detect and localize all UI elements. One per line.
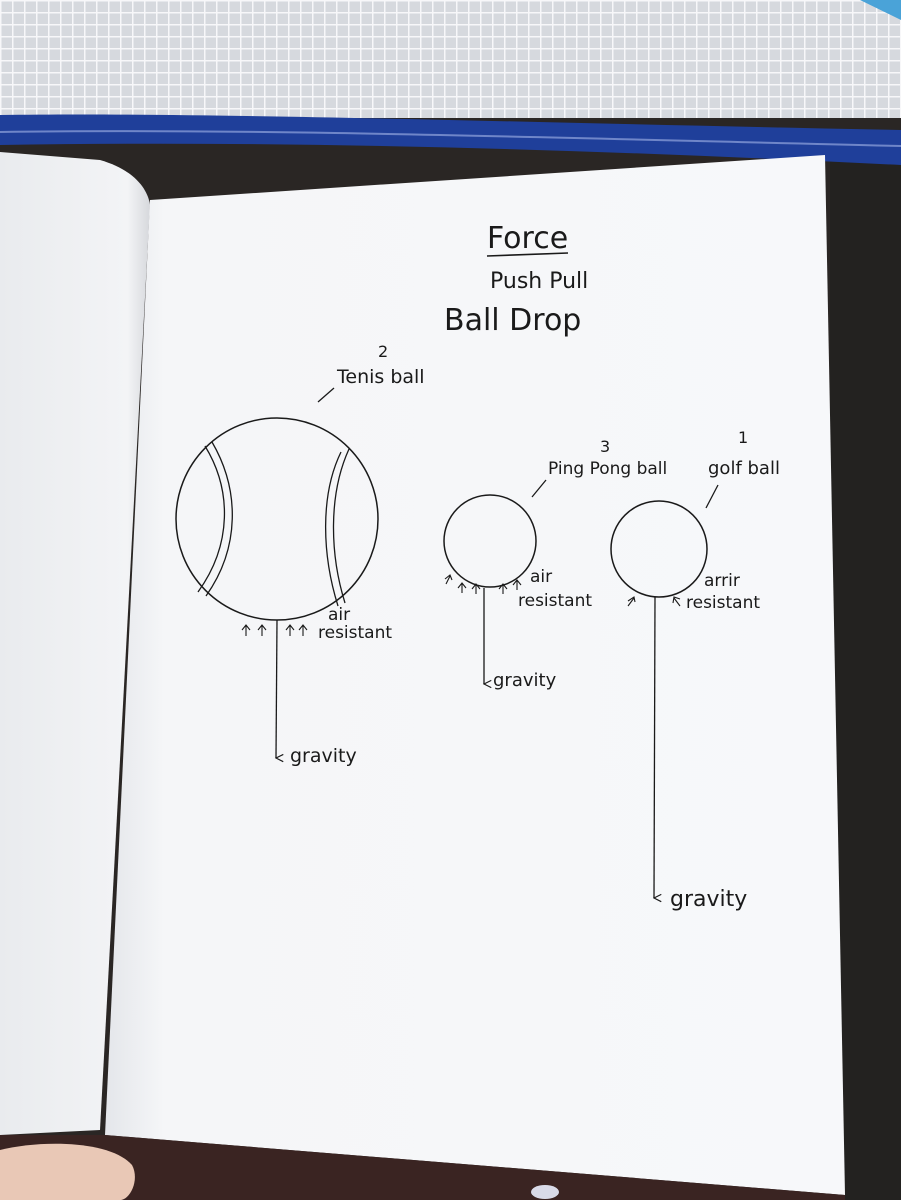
desk-edge-right	[830, 150, 901, 1200]
finger	[0, 1143, 135, 1200]
ping-pong-ball-drawing: 3 Ping Pong ball air resistant gravity	[443, 437, 667, 691]
page-heading: Force Push Pull Ball Drop	[444, 221, 588, 338]
golf-rank: 1	[738, 428, 748, 447]
tennis-air-arrows	[241, 624, 308, 636]
pencil-case	[0, 0, 901, 165]
golf-resistant-label: resistant	[686, 593, 760, 613]
experiment-ball-drop: Ball Drop	[444, 303, 581, 338]
golf-gravity-arrow	[654, 596, 655, 898]
left-page	[0, 152, 150, 1135]
desk-bottom	[0, 1135, 845, 1200]
notebook-page	[105, 155, 845, 1195]
tennis-air-label: air	[328, 605, 350, 625]
golf-air-arrows	[627, 596, 681, 607]
subtitle-push-pull: Push Pull	[490, 269, 588, 294]
golf-air-label: arrir	[704, 571, 740, 591]
tennis-gravity-arrow	[276, 619, 277, 758]
ping-pong-rank: 3	[600, 437, 610, 456]
tennis-resistant-label: resistant	[318, 623, 392, 643]
tennis-ball-drawing: 2 Tenis ball air resistant gravity	[175, 342, 425, 767]
golf-ball-label: golf ball	[708, 458, 780, 479]
tennis-rank: 2	[378, 342, 388, 361]
ping-pong-air-label: air	[530, 567, 552, 587]
ping-pong-gravity-label: gravity	[493, 670, 557, 691]
tennis-ball-label: Tenis ball	[336, 366, 425, 388]
golf-ball-circle	[610, 500, 708, 598]
golf-ball-drawing: 1 golf ball arrir resistant gravity	[610, 428, 780, 912]
ping-pong-resistant-label: resistant	[518, 591, 592, 611]
ping-pong-air-arrows	[444, 574, 522, 594]
ping-pong-ball-label: Ping Pong ball	[548, 459, 667, 479]
tennis-gravity-label: gravity	[290, 745, 357, 767]
title-force: Force	[487, 221, 568, 256]
zipper-band	[0, 114, 901, 165]
ping-pong-ball-circle	[443, 494, 537, 588]
golf-gravity-label: gravity	[670, 887, 747, 912]
